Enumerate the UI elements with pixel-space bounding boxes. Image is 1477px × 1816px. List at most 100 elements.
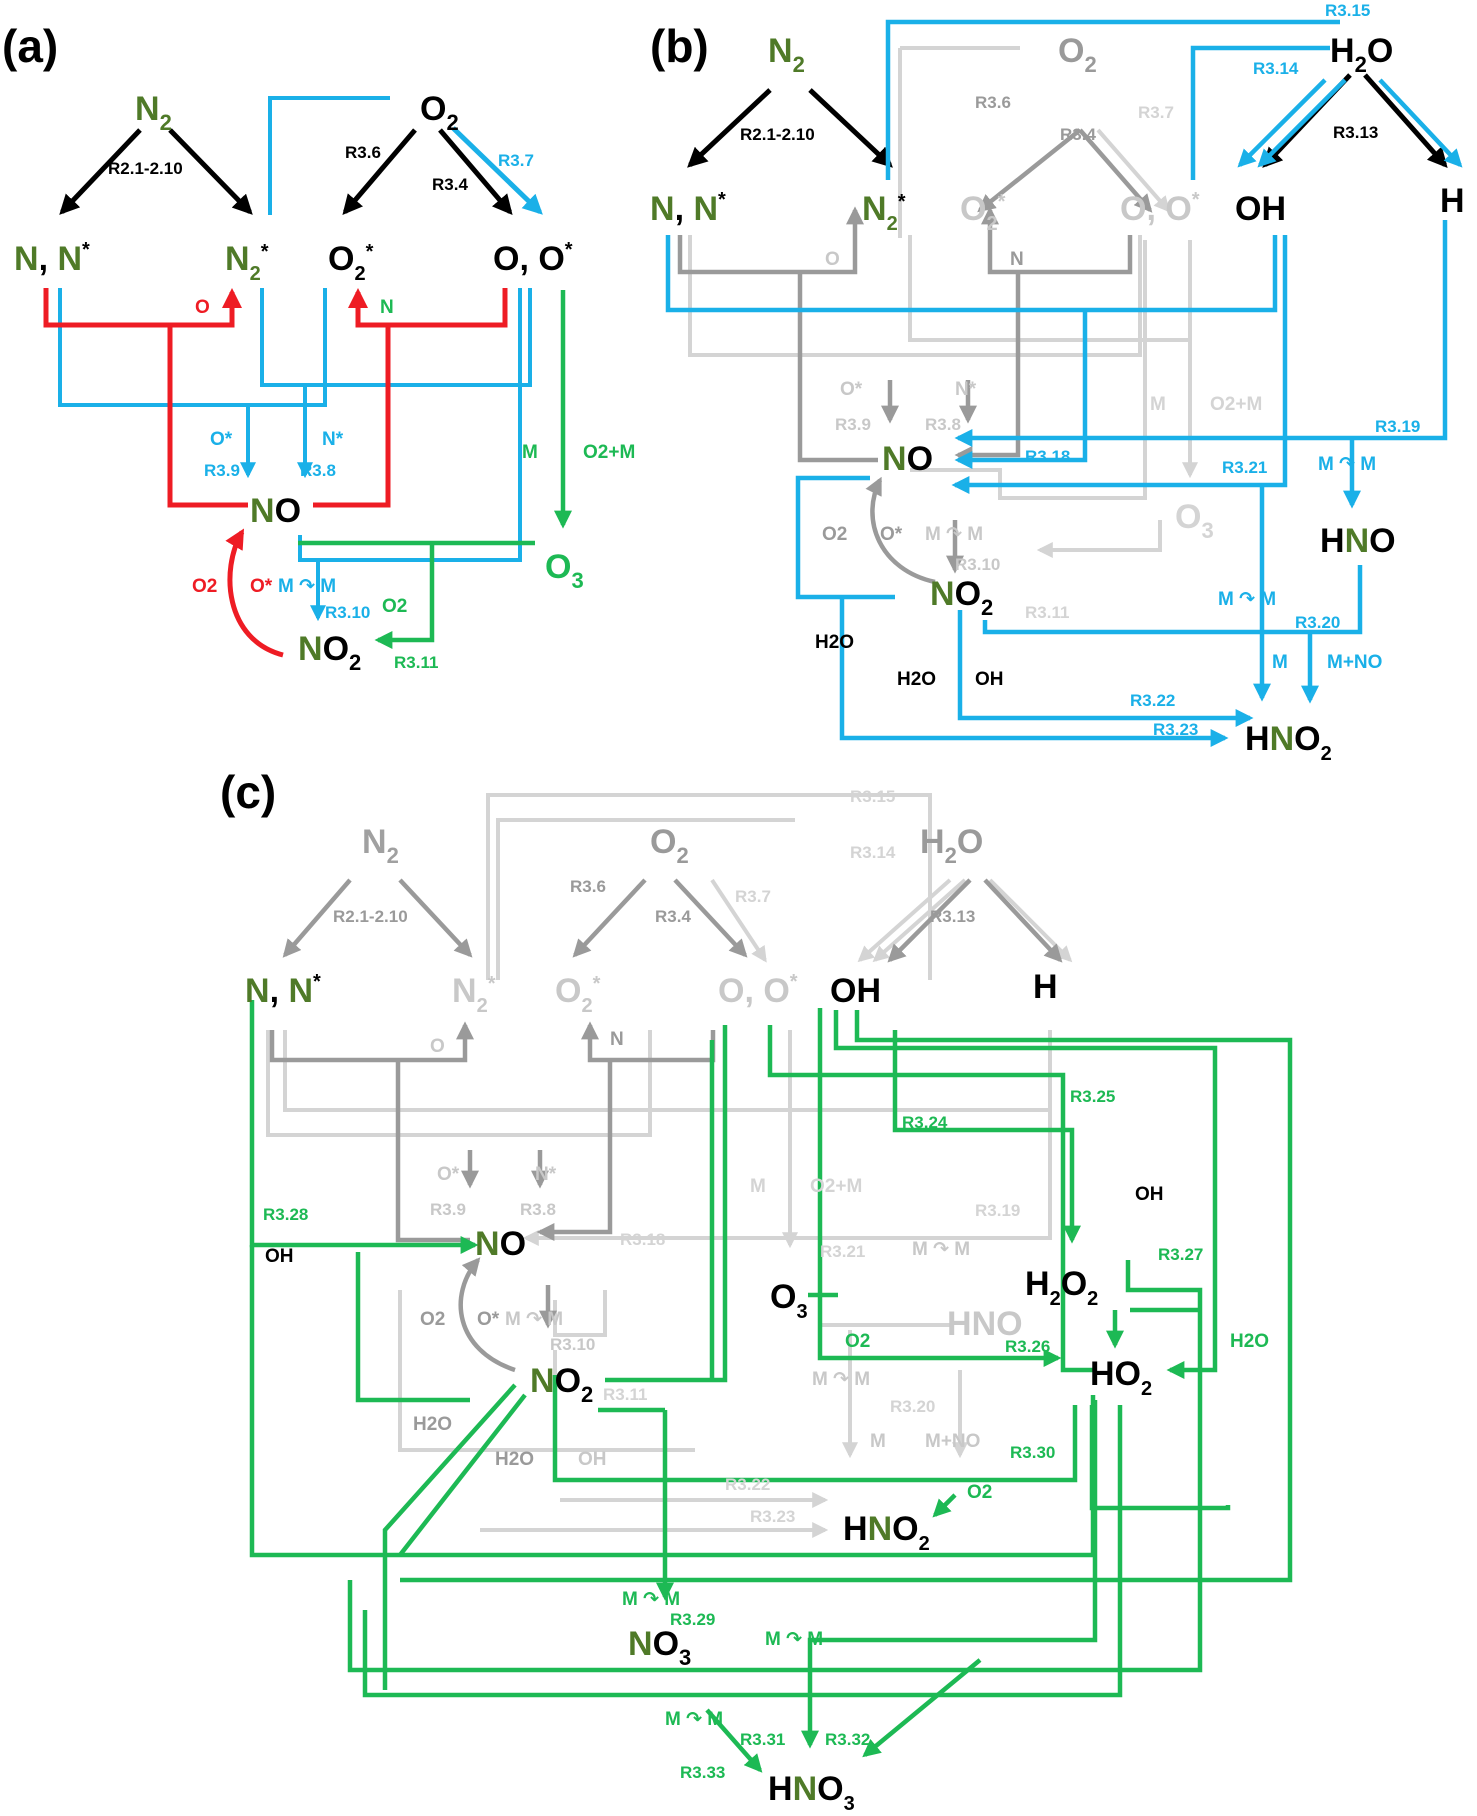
species-n2: N2 — [135, 90, 172, 135]
cat-mm-b1: M ↷ M — [1318, 454, 1376, 475]
cat-n: N — [380, 297, 394, 318]
cat-mno-c: M+NO — [925, 1431, 980, 1452]
cat-m-b: M — [1150, 394, 1166, 415]
species-h-c: H — [1033, 968, 1058, 1006]
label-r318-b: R3.18 — [1025, 447, 1070, 466]
label-r318-c: R3.18 — [620, 1230, 665, 1249]
cat-o: O — [195, 297, 210, 318]
cat-h2o-b1: H2O — [815, 632, 854, 653]
species-o2-b: O2 — [1058, 32, 1097, 77]
label-r34-b: R3.4 — [1060, 125, 1096, 144]
cat-mm-c3: M ↷ M — [812, 1369, 870, 1390]
species-hno2-b: HNO2 — [1245, 720, 1332, 765]
label-r310-b: R3.10 — [955, 555, 1000, 574]
species-o2-c: O2 — [650, 823, 689, 868]
cat-o-c: O — [430, 1036, 445, 1057]
cat-ostar-b2: O* — [880, 524, 903, 545]
species-no2-c: NO2 — [530, 1362, 593, 1407]
label-r38-c: R3.8 — [520, 1200, 556, 1219]
label-r36-c: R3.6 — [570, 877, 606, 896]
cat-oh-c3: OH — [578, 1449, 607, 1470]
label-r311: R3.11 — [394, 653, 438, 672]
species-h2o2-c: H2O2 — [1025, 1265, 1098, 1310]
cat-mm-c5: M ↷ M — [765, 1629, 823, 1650]
species-o3-c: O3 — [770, 1278, 808, 1323]
species-o2star-b: O2* — [960, 190, 1006, 235]
label-r37-b: R3.7 — [1138, 103, 1174, 122]
species-no3-c: NO3 — [628, 1625, 691, 1670]
cat-ostar-c2: O* — [477, 1309, 500, 1330]
panel-c: (c) — [220, 766, 1293, 1815]
cat-o2-c: O2 — [420, 1309, 445, 1330]
label-r311-b: R3.11 — [1025, 603, 1069, 622]
label-r36: R3.6 — [345, 143, 381, 162]
label-r315-c: R3.15 — [850, 787, 895, 806]
label-r37: R3.7 — [498, 151, 534, 170]
label-r327-c: R3.27 — [1158, 1245, 1203, 1264]
species-n-nstar-c: N, N* — [245, 971, 321, 1010]
cat-mm-c6: M ↷ M — [665, 1709, 723, 1730]
label-r320-c: R3.20 — [890, 1397, 935, 1416]
label-r321-c: R3.21 — [820, 1242, 865, 1261]
cat-mm-c2: M ↷ M — [505, 1309, 563, 1330]
label-r34-c: R3.4 — [655, 907, 691, 926]
label-r324-c: R3.24 — [902, 1113, 948, 1132]
species-o-ostar-c: O, O* — [718, 971, 798, 1010]
cat-o2m-c: O2+M — [810, 1176, 862, 1197]
cat-o2m: O2+M — [583, 442, 635, 463]
species-ho2-c: HO2 — [1090, 1355, 1152, 1400]
label-r333-c: R3.33 — [680, 1763, 725, 1782]
cat-m-c2: M — [870, 1431, 886, 1452]
label-r326-c: R3.26 — [1005, 1337, 1050, 1356]
label-r331-c: R3.31 — [740, 1730, 785, 1749]
cat-o2-b: O2 — [822, 524, 847, 545]
species-h2o-b: H2O — [1330, 32, 1393, 77]
label-r311-c: R3.11 — [603, 1385, 647, 1404]
species-n2-b: N2 — [768, 32, 805, 77]
label-r37-c: R3.7 — [735, 887, 771, 906]
species-no2: NO2 — [298, 630, 361, 675]
cat-h2o-b2: H2O — [897, 669, 936, 690]
species-n2star: N2* — [225, 240, 269, 285]
cat-o-b: O — [825, 249, 840, 270]
label-r310-c: R3.10 — [550, 1335, 595, 1354]
species-hno-c: HNO — [947, 1305, 1023, 1343]
label-r2: R2.1-2.10 — [108, 159, 183, 178]
label-r328-c: R3.28 — [263, 1205, 308, 1224]
label-r321-b: R3.21 — [1222, 458, 1267, 477]
label-r320-b: R3.20 — [1295, 613, 1340, 632]
label-r323-b: R3.23 — [1153, 720, 1198, 739]
cat-h2o-c1: H2O — [413, 1414, 452, 1435]
cat-ostar-b: O* — [840, 379, 863, 400]
cat-ostar-a: O* — [250, 576, 273, 597]
cat-nstar-b: N* — [955, 379, 977, 400]
species-o-ostar: O, O* — [493, 239, 573, 278]
panel-a: (a) — [2, 20, 635, 675]
label-r314-c: R3.14 — [850, 843, 896, 862]
species-o-ostar-b: O, O* — [1120, 189, 1200, 228]
species-no-c: NO — [475, 1225, 526, 1263]
cat-m-c: M — [750, 1176, 766, 1197]
label-r38-b: R3.8 — [925, 415, 961, 434]
species-n2-c: N2 — [362, 823, 399, 868]
label-r330-c: R3.30 — [1010, 1443, 1055, 1462]
species-o2: O2 — [420, 90, 459, 135]
label-r2-b: R2.1-2.10 — [740, 125, 815, 144]
species-hno-b: HNO — [1320, 522, 1396, 560]
cat-ostar-c: O* — [437, 1164, 460, 1185]
label-r313-b: R3.13 — [1333, 123, 1378, 142]
label-r310: R3.10 — [325, 603, 370, 622]
label-r323-c: R3.23 — [750, 1507, 795, 1526]
cat-m: M — [522, 442, 538, 463]
label-r315-b: R3.15 — [1325, 1, 1370, 20]
species-o2star: O2* — [328, 240, 374, 285]
cat-o2m-b: O2+M — [1210, 394, 1262, 415]
species-no-b: NO — [882, 440, 933, 478]
species-o3-b: O3 — [1175, 498, 1214, 543]
label-r329-c: R3.29 — [670, 1610, 715, 1629]
label-r319-b: R3.19 — [1375, 417, 1420, 436]
cat-n-b: N — [1010, 249, 1024, 270]
cat-mm-c4: M ↷ M — [622, 1589, 680, 1610]
species-hno3-c: HNO3 — [768, 1770, 855, 1815]
